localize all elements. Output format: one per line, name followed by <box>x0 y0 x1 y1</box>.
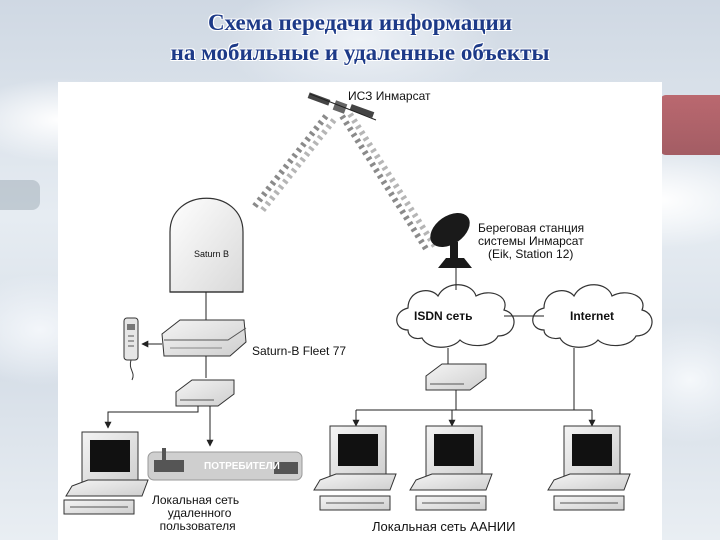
satellite-label: ИСЗ Инмарсат <box>348 89 431 103</box>
title-line-2: на мобильные и удаленные объекты <box>170 40 550 65</box>
computer-remote-icon <box>63 431 149 515</box>
consumers-badge <box>147 448 303 481</box>
coast-station-label: Береговая станция системы Инмарсат (Eik,… <box>478 221 585 261</box>
diagram-graphics <box>63 92 653 515</box>
network-diagram: ИСЗ Инмарсат Saturn B Береговая станция … <box>58 82 662 540</box>
computer-aanii-1-icon <box>313 425 397 511</box>
saturn-b-dome-icon <box>169 197 244 293</box>
aanii-lan-label: Локальная сеть ААНИИ <box>372 519 516 534</box>
radio-link-beams <box>251 112 439 254</box>
handset-icon <box>123 317 139 381</box>
fleet77-terminal-icon <box>161 319 247 357</box>
internet-label: Internet <box>570 309 615 323</box>
satellite-dish-icon <box>430 212 472 268</box>
consumers-label: ПОТРЕБИТЕЛИ <box>204 461 280 472</box>
saturn-b-label: Saturn B <box>194 249 230 259</box>
fleet77-label: Saturn-B Fleet 77 <box>252 344 347 358</box>
router-aanii-icon <box>425 363 487 391</box>
title-line-1: Схема передачи информации <box>208 10 512 35</box>
isdn-cloud-shape <box>396 284 515 348</box>
internet-cloud-shape <box>532 284 653 348</box>
background-ice-shadow <box>0 180 40 210</box>
satellite-icon <box>307 92 377 121</box>
remote-lan-label: Локальная сеть удаленного пользователя <box>152 493 240 533</box>
computer-aanii-3-icon <box>547 425 631 511</box>
router-remote-icon <box>175 379 235 407</box>
computer-aanii-2-icon <box>409 425 493 511</box>
isdn-network-label: ISDN сеть <box>414 309 473 323</box>
router-to-pc-line <box>104 406 199 429</box>
slide-title: Схема передачи информации на мобильные и… <box>0 8 720 68</box>
background-ship-hull <box>660 95 720 155</box>
